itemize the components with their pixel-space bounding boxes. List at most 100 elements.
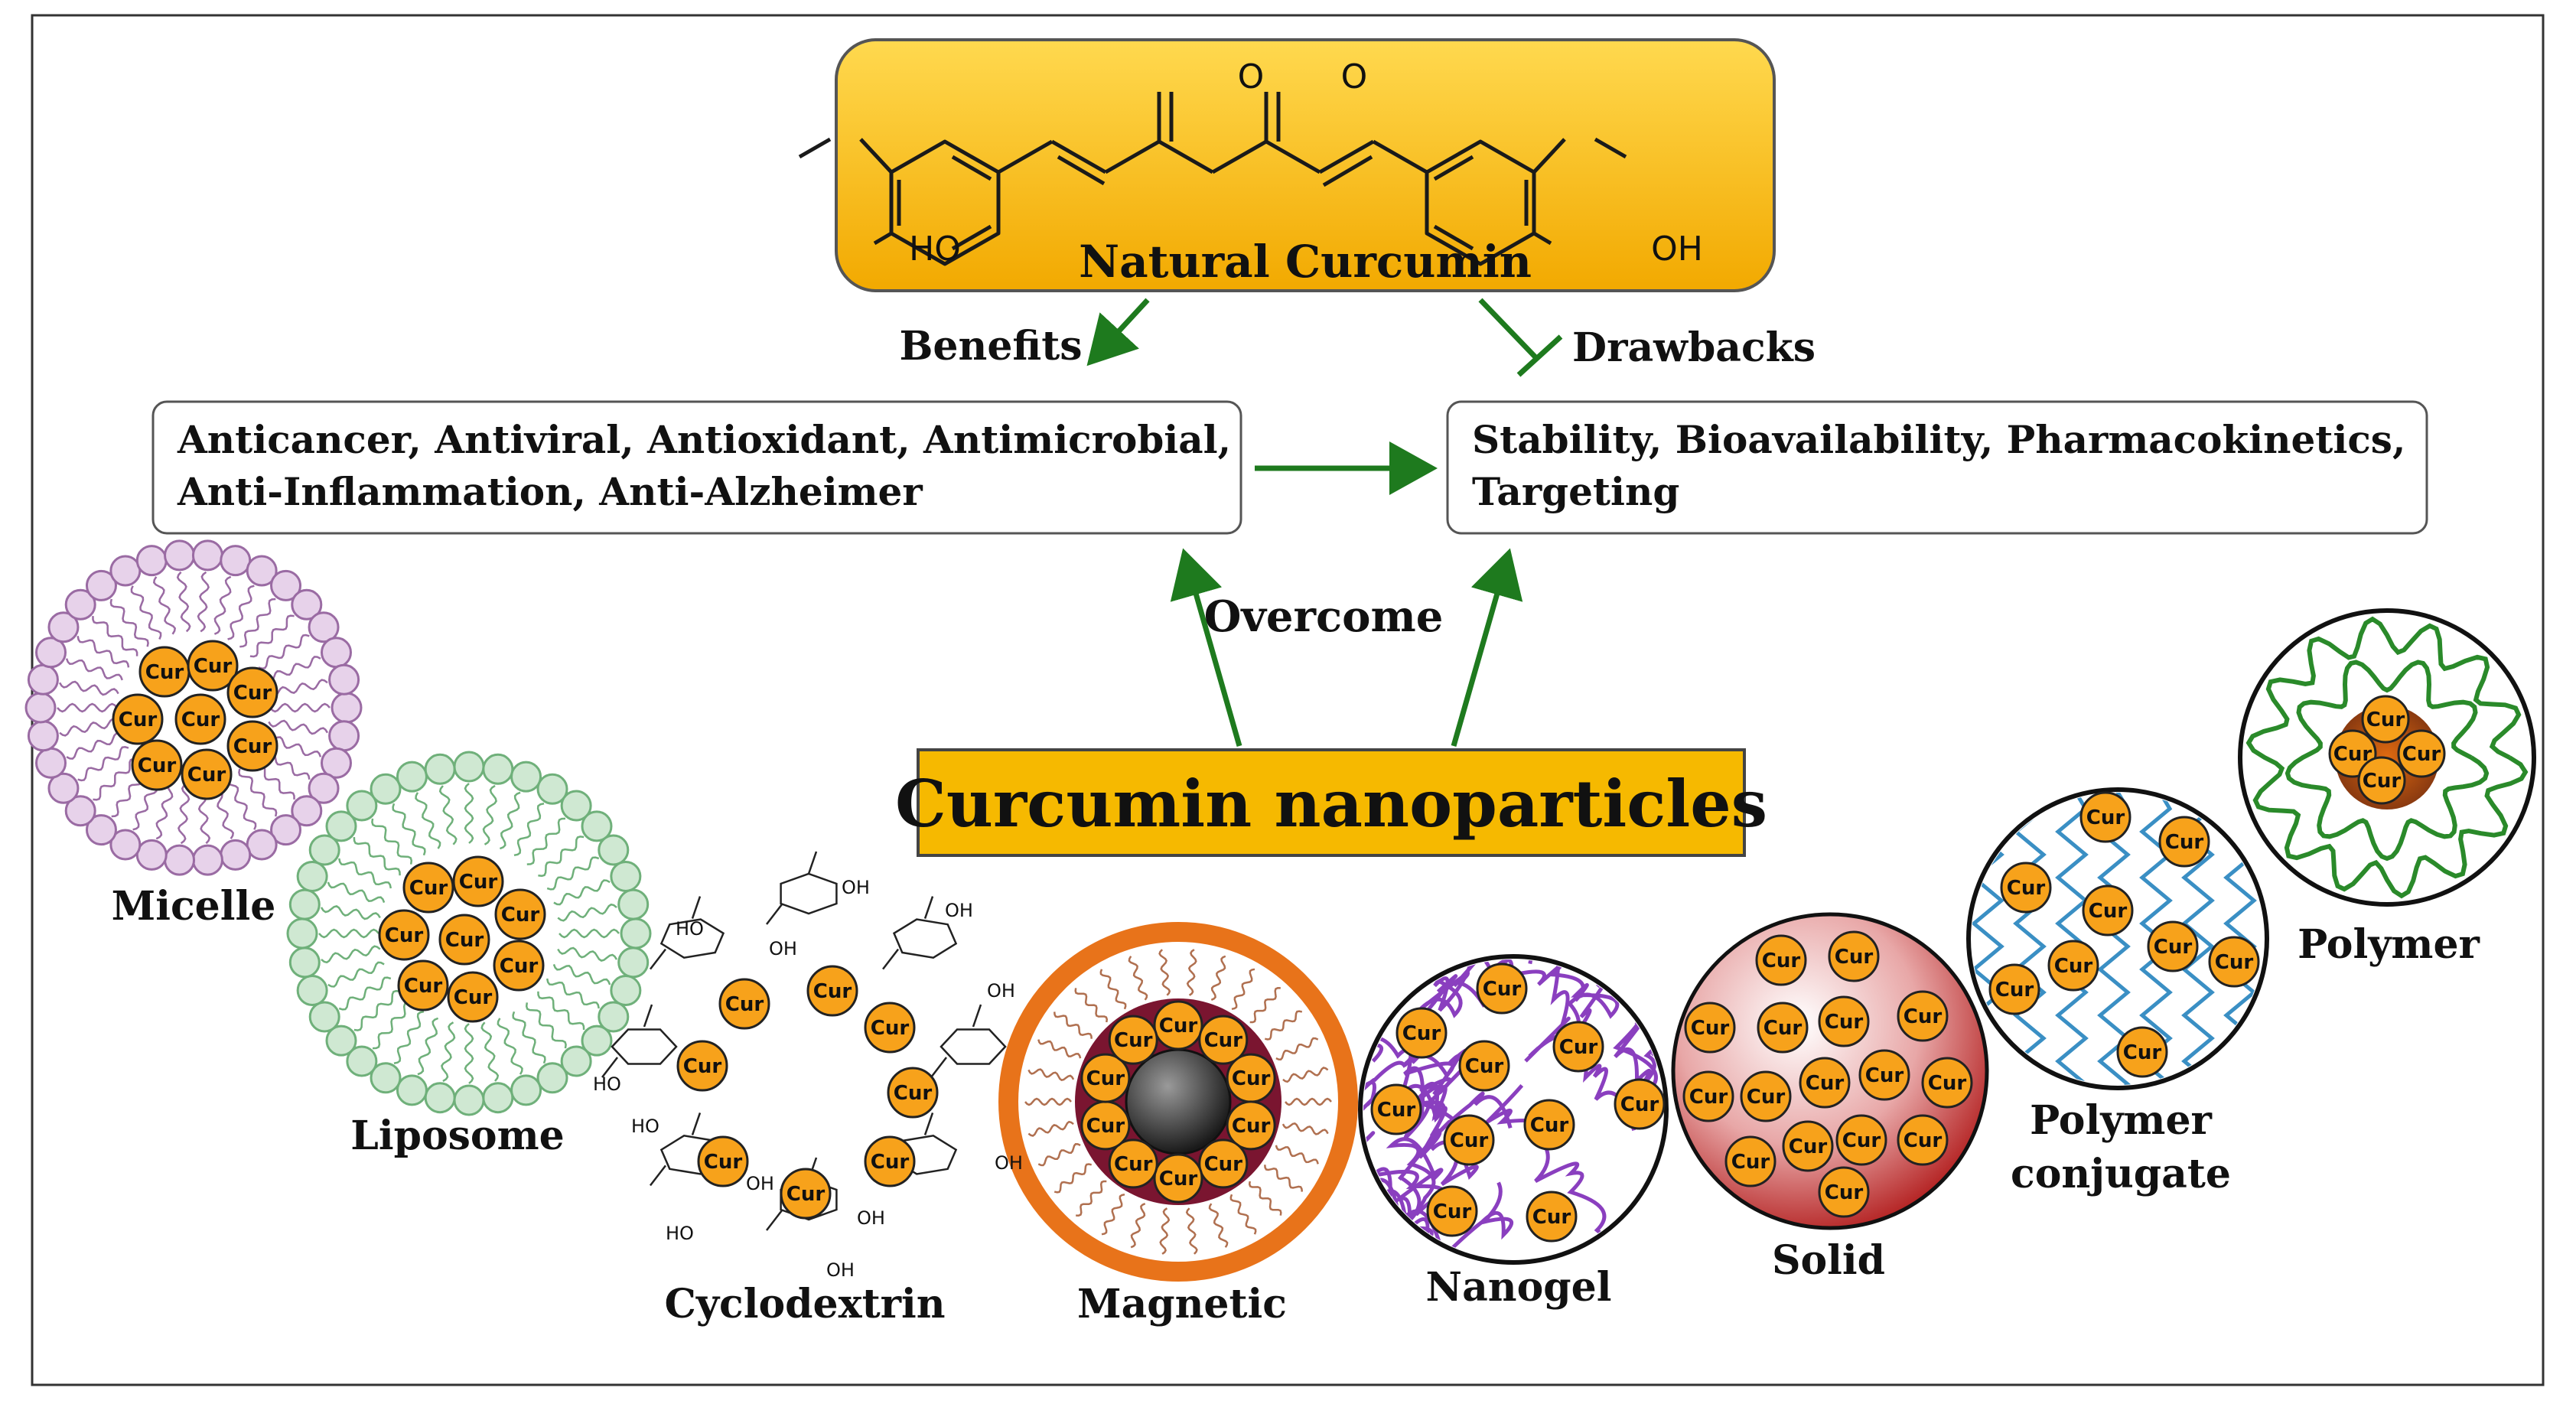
lipid-tail bbox=[321, 945, 381, 964]
cur-sphere: Cur bbox=[2357, 756, 2406, 805]
cur-label: Cur bbox=[404, 975, 443, 998]
cur-label: Cur bbox=[1159, 1168, 1198, 1191]
cur-sphere-body bbox=[1476, 963, 1528, 1015]
cur-sphere-body bbox=[402, 862, 454, 914]
benefits-box bbox=[151, 400, 1242, 535]
lipid-head bbox=[396, 761, 428, 793]
lipid-head bbox=[35, 637, 67, 669]
lipid-head bbox=[135, 545, 168, 577]
curcumin-nanoparticles-box bbox=[917, 748, 1746, 857]
lipid-head bbox=[85, 814, 117, 846]
cur-label: Cur bbox=[1232, 1115, 1271, 1138]
cur-sphere-body bbox=[1818, 1166, 1870, 1218]
lipid-tail bbox=[552, 963, 611, 985]
glucose-unit bbox=[611, 1028, 678, 1065]
cur-sphere: Cur bbox=[397, 959, 449, 1011]
lipid-head bbox=[370, 773, 402, 805]
lipid-head bbox=[291, 795, 323, 827]
cur-label: Cur bbox=[1532, 1206, 1571, 1229]
cur-sphere-body bbox=[1921, 1057, 1973, 1109]
lipid-tail bbox=[338, 858, 392, 889]
cur-sphere-body bbox=[806, 965, 858, 1017]
lipid-head bbox=[560, 790, 592, 822]
polymer-chain bbox=[2245, 616, 2529, 899]
lipid-head bbox=[424, 753, 456, 785]
cur-sphere-body bbox=[2208, 936, 2260, 988]
cur-label: Cur bbox=[2402, 743, 2441, 766]
cur-sphere-body bbox=[1458, 1040, 1510, 1092]
lipid-tail bbox=[92, 616, 138, 656]
lipid-tail bbox=[1053, 1011, 1093, 1039]
cur-sphere-body bbox=[493, 940, 545, 992]
glucose-bond bbox=[882, 948, 900, 970]
overcome-arrow-right bbox=[1451, 548, 1523, 747]
drawbacks-inhibit-bar bbox=[1516, 334, 1563, 377]
gel-strand bbox=[1397, 1077, 1479, 1186]
cur-sphere-body bbox=[718, 978, 770, 1030]
glucose-bond bbox=[649, 948, 666, 970]
cur-sphere: Cur bbox=[2397, 729, 2446, 778]
cur-sphere: Cur bbox=[493, 940, 545, 992]
cur-sphere: Cur bbox=[1395, 1007, 1448, 1059]
hydroxyl-label: HO bbox=[676, 918, 704, 940]
cur-sphere: Cur bbox=[1921, 1057, 1973, 1109]
cur-sphere: Cur bbox=[1799, 1057, 1851, 1109]
nanogel-network bbox=[1363, 959, 1663, 1259]
cur-label: Cur bbox=[2089, 900, 2128, 923]
cur-label: Cur bbox=[1377, 1099, 1416, 1122]
lipid-tail bbox=[441, 1021, 456, 1083]
cur-sphere-body bbox=[864, 1135, 916, 1187]
lipid-tail bbox=[1024, 1097, 1072, 1106]
lipid-head bbox=[453, 751, 485, 783]
cur-sphere: Cur bbox=[226, 666, 278, 718]
nanogel-label: Nanogel bbox=[1426, 1264, 1612, 1311]
lipid-tail bbox=[1027, 1068, 1075, 1082]
cur-label: Cur bbox=[1450, 1129, 1489, 1152]
cur-label: Cur bbox=[683, 1055, 722, 1078]
lipid-head bbox=[246, 555, 278, 587]
lipid-tail bbox=[464, 783, 474, 844]
lipid-head bbox=[320, 747, 352, 779]
lipid-tail bbox=[338, 976, 392, 1011]
lipid-tail bbox=[320, 905, 381, 920]
lipid-tail bbox=[480, 1021, 500, 1082]
cur-sphere-body bbox=[1740, 1070, 1792, 1122]
benefits-label: Benefits bbox=[899, 323, 1082, 370]
lipid-tail bbox=[553, 879, 611, 906]
lipid-tail bbox=[1101, 1193, 1125, 1236]
cur-sphere-body bbox=[1755, 934, 1807, 986]
lipid-head bbox=[325, 1024, 357, 1057]
glucose-bond bbox=[691, 1112, 702, 1135]
cur-sphere: Cur bbox=[438, 914, 490, 966]
lipid-tail bbox=[77, 636, 130, 668]
lipid-head bbox=[536, 1062, 568, 1094]
cur-sphere-body bbox=[1198, 1138, 1249, 1189]
lipid-tail bbox=[249, 614, 295, 658]
lipid-tail bbox=[93, 757, 138, 801]
cur-sphere-body bbox=[1818, 995, 1870, 1047]
cur-sphere: Cur bbox=[402, 862, 454, 914]
lipid-head bbox=[109, 555, 142, 587]
cur-sphere-body bbox=[1988, 963, 2040, 1015]
cur-sphere-body bbox=[131, 739, 183, 791]
cur-sphere: Cur bbox=[1684, 1002, 1736, 1054]
lipid-head bbox=[291, 588, 323, 621]
lipid-head bbox=[308, 772, 340, 804]
lipid-head bbox=[598, 1001, 630, 1033]
cur-sphere: Cur bbox=[2079, 791, 2131, 843]
cur-sphere-body bbox=[697, 1135, 749, 1187]
cur-sphere-body bbox=[2357, 756, 2406, 805]
cur-sphere: Cur bbox=[2147, 920, 2199, 972]
lipid-head bbox=[288, 888, 321, 920]
cur-label: Cur bbox=[1825, 1181, 1864, 1204]
lipid-tail bbox=[482, 784, 497, 845]
cur-label: Cur bbox=[233, 735, 272, 758]
cur-sphere: Cur bbox=[2116, 1026, 2168, 1078]
hydroxyl-label: OH bbox=[945, 900, 973, 921]
benefits-text-line1: Anticancer, Antiviral, Antioxidant, Anti… bbox=[177, 417, 1231, 462]
cur-sphere: Cur bbox=[1198, 1015, 1249, 1065]
cur-sphere-body bbox=[676, 1040, 728, 1092]
cur-label: Cur bbox=[1825, 1011, 1864, 1034]
lipid-head bbox=[620, 917, 652, 950]
cur-sphere-body bbox=[1395, 1007, 1448, 1059]
